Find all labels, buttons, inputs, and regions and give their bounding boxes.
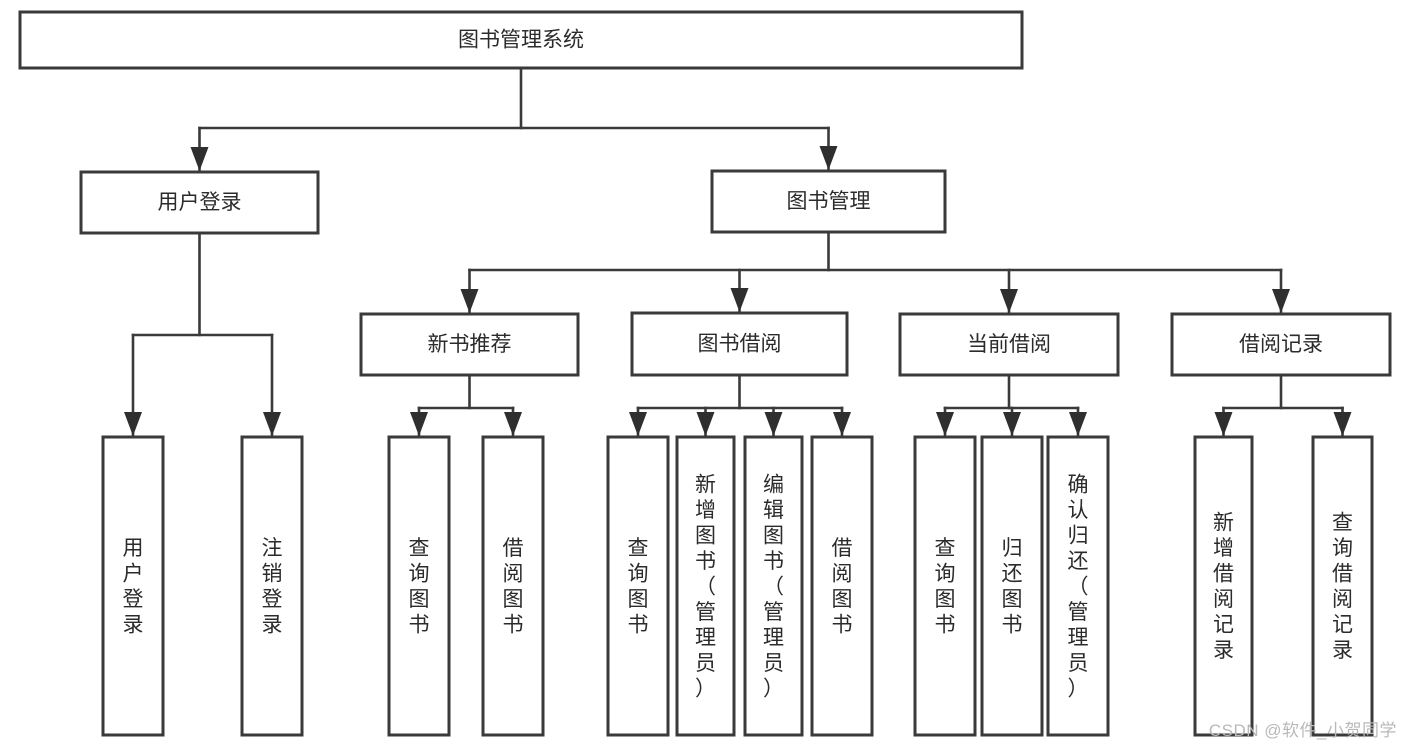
node-l3-current[interactable]: 当前借阅 [898, 312, 1120, 377]
node-label: 归还图书 [1002, 537, 1023, 637]
node-label: 查询图书 [935, 537, 956, 637]
node-leaf-bl-edit[interactable]: 编辑图书（管理员） [743, 435, 804, 737]
new-book-bus-arrowhead [504, 412, 522, 436]
node-l3-new-book[interactable]: 新书推荐 [359, 312, 580, 377]
node-label: 图书借阅 [698, 333, 782, 356]
node-l3-records[interactable]: 借阅记录 [1170, 312, 1392, 377]
node-box [1193, 435, 1254, 737]
current-bus-arrowhead [936, 412, 954, 436]
new-book-bus-arrowhead [410, 412, 428, 436]
book-mgmt-bus-arrowhead [1000, 289, 1018, 313]
node-label: 借阅图书 [832, 537, 853, 637]
node-label: 新增借阅记录 [1213, 512, 1234, 663]
node-box [913, 435, 977, 737]
node-box [1311, 435, 1374, 737]
node-leaf-cur-confirm[interactable]: 确认归还（管理员） [1046, 435, 1110, 737]
node-root[interactable]: 图书管理系统 [18, 10, 1024, 70]
node-l3-borrow[interactable]: 图书借阅 [630, 311, 849, 377]
node-leaf-rec-query[interactable]: 查询借阅记录 [1311, 435, 1374, 737]
node-label: 当前借阅 [967, 333, 1051, 356]
node-box [481, 435, 545, 737]
node-box [630, 311, 849, 377]
node-box [810, 435, 874, 737]
node-label: 查询借阅记录 [1332, 512, 1353, 663]
node-label: 新增图书（管理员） [695, 473, 716, 700]
node-label: 图书管理 [787, 190, 871, 213]
node-label: 用户登录 [123, 537, 144, 637]
node-label: 用户登录 [158, 191, 242, 214]
node-leaf-nb-borrow[interactable]: 借阅图书 [481, 435, 545, 737]
node-leaf-cur-query[interactable]: 查询图书 [913, 435, 977, 737]
node-label: 确认归还（管理员） [1068, 473, 1089, 700]
borrow-bus-arrowhead [629, 412, 647, 436]
node-box [898, 312, 1120, 377]
node-leaf-nb-query[interactable]: 查询图书 [387, 435, 451, 737]
user-login-bus-arrowhead [263, 412, 281, 436]
node-leaf-user-login[interactable]: 用户登录 [101, 435, 165, 737]
node-layer: 图书管理系统用户登录图书管理新书推荐图书借阅当前借阅借阅记录用户登录注销登录查询… [18, 10, 1392, 737]
borrow-bus-arrowhead [696, 412, 715, 436]
node-label: 新书推荐 [428, 333, 512, 356]
current-bus-arrowhead [1003, 412, 1021, 436]
node-box [359, 312, 580, 377]
node-box [18, 10, 1024, 70]
node-label: 查询图书 [628, 537, 649, 637]
node-box [710, 169, 947, 234]
node-label: 查询图书 [409, 537, 430, 637]
node-box [101, 435, 165, 737]
node-leaf-logout[interactable]: 注销登录 [240, 435, 304, 737]
node-leaf-bl-query[interactable]: 查询图书 [606, 435, 670, 737]
node-label: 注销登录 [262, 537, 283, 637]
node-box [387, 435, 451, 737]
node-label: 借阅图书 [503, 537, 524, 637]
node-box [240, 435, 304, 737]
node-label: 编辑图书（管理员） [763, 473, 784, 700]
node-l2-user-login[interactable]: 用户登录 [79, 170, 320, 235]
book-mgmt-bus-arrowhead [1272, 289, 1290, 313]
node-l2-book-mgmt[interactable]: 图书管理 [710, 169, 947, 234]
user-login-bus-arrowhead [124, 412, 142, 436]
node-leaf-bl-borrow[interactable]: 借阅图书 [810, 435, 874, 737]
book-mgmt-bus-arrowhead [460, 289, 479, 313]
records-bus-arrowhead [1214, 412, 1233, 436]
node-leaf-rec-add[interactable]: 新增借阅记录 [1193, 435, 1254, 737]
current-bus-arrowhead [1069, 412, 1087, 436]
connector-layer [124, 66, 1352, 437]
node-label: 借阅记录 [1239, 333, 1323, 356]
root-bus-arrowhead [819, 146, 838, 170]
node-box [743, 435, 804, 737]
node-box [675, 435, 736, 737]
node-box [1170, 312, 1392, 377]
borrow-bus-arrowhead [833, 412, 851, 436]
node-box [606, 435, 670, 737]
node-box [1046, 435, 1110, 737]
book-mgmt-bus-arrowhead [730, 288, 749, 312]
node-label: 图书管理系统 [458, 29, 584, 52]
node-leaf-bl-add[interactable]: 新增图书（管理员） [675, 435, 736, 737]
records-bus-arrowhead [1333, 412, 1352, 436]
node-box [79, 170, 320, 235]
node-leaf-cur-return[interactable]: 归还图书 [980, 435, 1044, 737]
node-box [980, 435, 1044, 737]
root-bus-arrowhead [190, 147, 209, 171]
borrow-bus-arrowhead [764, 412, 783, 436]
